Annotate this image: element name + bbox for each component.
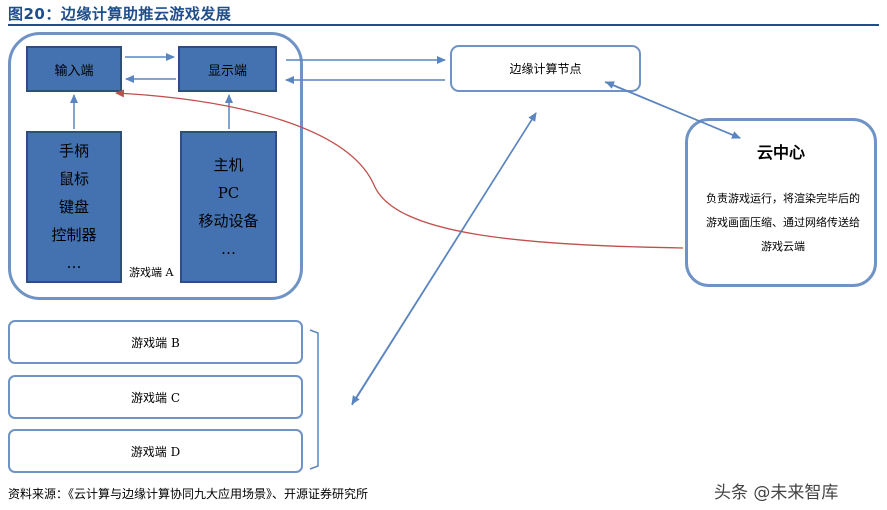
arrow-cloud-to-edge: [605, 81, 741, 139]
arrow-edge-to-clients: [351, 112, 537, 405]
title-rule: [8, 24, 879, 26]
input-device: 鼠标: [58, 170, 89, 188]
source-note: 资料来源：《云计算与边缘计算协同九大应用场景》、开源证券研究所: [8, 487, 369, 501]
figure-title: 图20：边缘计算助推云游戏发展: [8, 5, 232, 23]
client-d-label: 游戏端 D: [130, 444, 181, 459]
clients-bracket: [309, 329, 319, 470]
input-device: 手柄: [58, 142, 89, 160]
edge-node-label: 边缘计算节点: [509, 62, 582, 76]
client-b-box: 游戏端 B: [8, 320, 303, 364]
input-end-label: 输入端: [54, 63, 94, 79]
arrow-cloud-to-input-red: [115, 89, 684, 249]
client-b-label: 游戏端 B: [131, 335, 180, 350]
client-c-box: 游戏端 C: [8, 375, 303, 419]
cloud-center-box: 云中心 负责游戏运行，将渲染完毕后的游戏画面压缩、通过网络传送给游戏云端: [685, 118, 877, 287]
client-d-box: 游戏端 D: [8, 429, 303, 473]
display-device: 主机: [213, 156, 244, 174]
display-end-box: 显示端: [178, 46, 277, 92]
watermark: 头条 @未来智库: [714, 483, 839, 503]
display-device: …: [221, 240, 236, 258]
cloud-center-title: 云中心: [756, 143, 805, 162]
input-device: …: [66, 254, 82, 272]
input-device: 控制器: [51, 226, 97, 244]
display-devices-box: 主机 PC 移动设备 …: [180, 131, 277, 283]
input-devices-box: 手柄 鼠标 键盘 控制器 …: [26, 131, 122, 283]
input-device: 键盘: [58, 198, 89, 216]
cloud-center-description: 负责游戏运行，将渲染完毕后的游戏画面压缩、通过网络传送给游戏云端: [706, 192, 860, 253]
display-end-label: 显示端: [207, 63, 247, 79]
input-end-box: 输入端: [26, 46, 122, 92]
client-c-label: 游戏端 C: [131, 390, 180, 405]
display-device: 移动设备: [198, 212, 259, 230]
display-device: PC: [217, 184, 240, 202]
client-a-label: 游戏端 A: [129, 266, 174, 279]
